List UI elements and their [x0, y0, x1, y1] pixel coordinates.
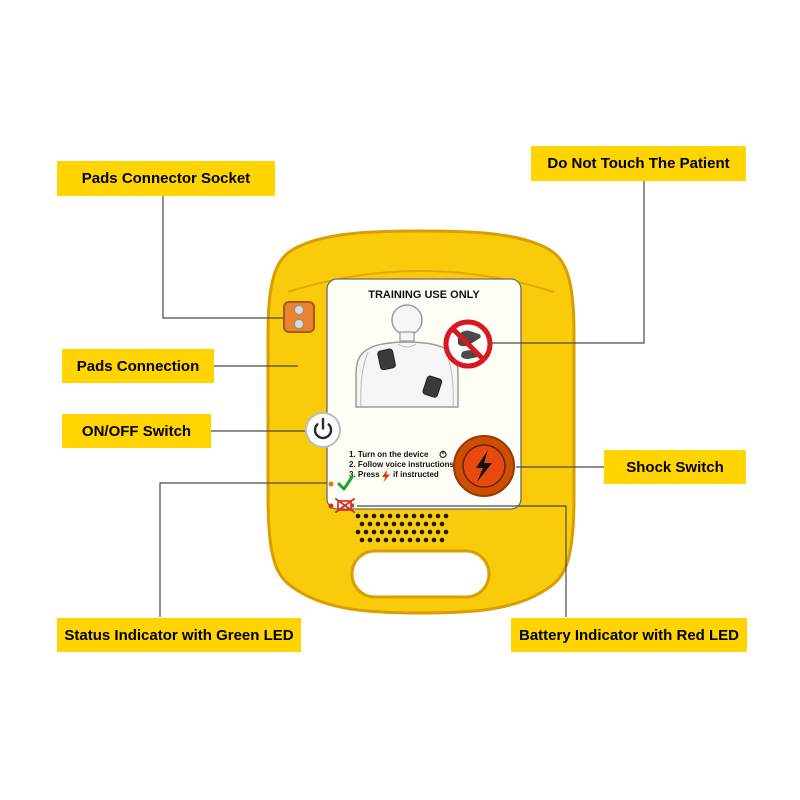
- label-pads-connector-socket: Pads Connector Socket: [57, 161, 275, 196]
- label-shock-switch: Shock Switch: [604, 450, 746, 484]
- line-battery-indicator: [357, 505, 567, 617]
- handle-cutout: [350, 549, 491, 599]
- label-on-off-switch: ON/OFF Switch: [62, 414, 211, 448]
- lightning-bolt-icon: [476, 450, 492, 482]
- status-led: [328, 481, 334, 487]
- instruction-1: 1. Turn on the device: [349, 450, 429, 459]
- battery-crossed-icon: [335, 498, 355, 513]
- instruction-3-prefix: 3. Press: [349, 470, 380, 479]
- label-pads-connection: Pads Connection: [62, 349, 214, 383]
- line-status-indicator: [159, 482, 327, 617]
- power-glyph-icon: [439, 450, 447, 459]
- instruction-2: 2. Follow voice instructions: [349, 460, 454, 469]
- pads-connector-socket: [283, 301, 315, 333]
- label-status-indicator: Status Indicator with Green LED: [57, 618, 301, 652]
- speaker-grille: [355, 513, 449, 543]
- line-do-not-touch: [492, 181, 645, 344]
- device-top-seam: [287, 270, 555, 293]
- status-check-icon: [337, 475, 354, 491]
- battery-led: [328, 503, 334, 509]
- power-icon: [313, 417, 333, 440]
- label-do-not-touch: Do Not Touch The Patient: [531, 146, 746, 181]
- electrode-pad-upper: [377, 348, 396, 371]
- panel-title: TRAINING USE ONLY: [368, 289, 480, 301]
- instruction-3-suffix: if instructed: [393, 470, 439, 479]
- instructions: 1. Turn on the device 2. Follow voice in…: [349, 450, 454, 483]
- label-battery-indicator: Battery Indicator with Red LED: [511, 618, 747, 652]
- line-pads-connector-socket: [162, 196, 283, 319]
- lightning-small-icon: [382, 470, 390, 483]
- power-button: [305, 412, 341, 448]
- no-touch-icon: [443, 319, 493, 369]
- shock-button: [453, 435, 515, 497]
- electrode-pad-lower: [422, 375, 443, 398]
